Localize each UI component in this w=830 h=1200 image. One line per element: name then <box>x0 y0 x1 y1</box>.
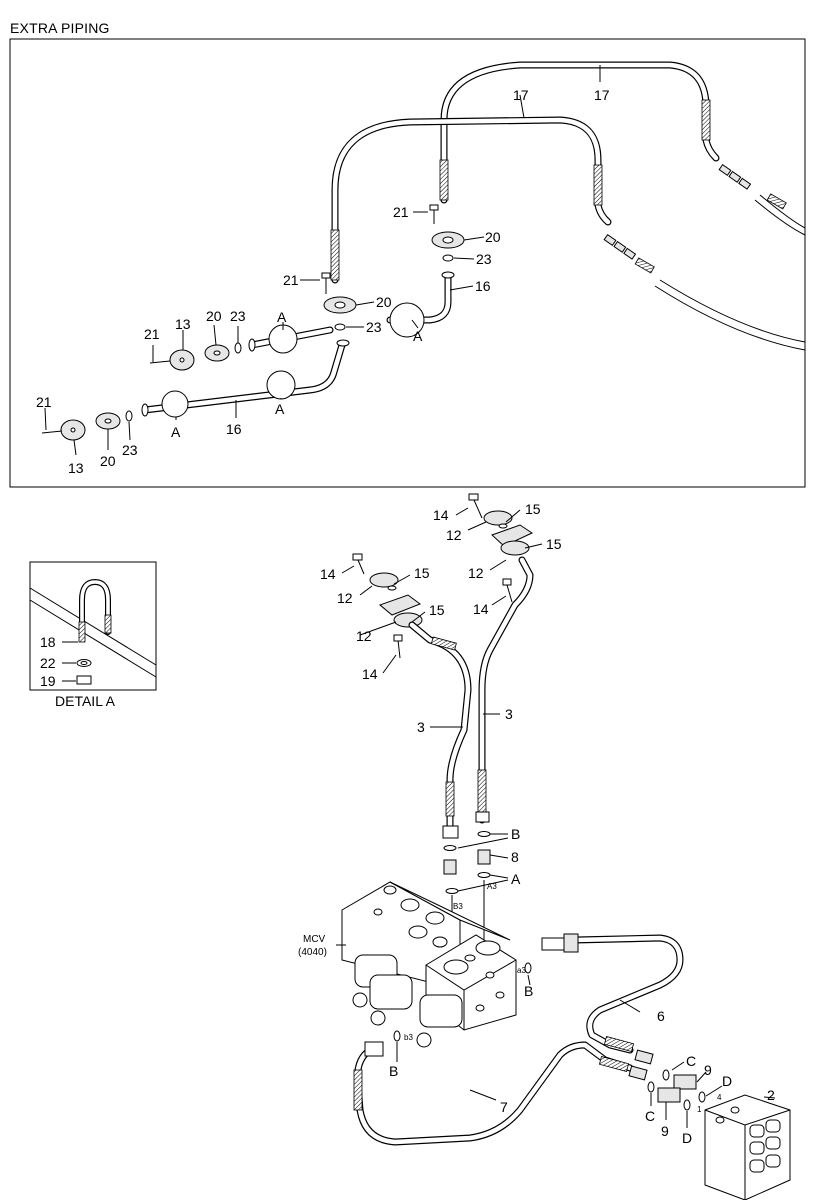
port-a3: A3 <box>487 882 497 891</box>
port-4: 4 <box>717 1093 722 1102</box>
label-12-top-right: 12 <box>446 527 462 543</box>
label-3-left: 3 <box>417 719 425 735</box>
label-20-lower: 20 <box>100 453 116 469</box>
label-12-right: 12 <box>468 565 484 581</box>
label-14-right: 14 <box>473 601 489 617</box>
port-a3-small: a3 <box>517 966 526 975</box>
bottom-leaders <box>341 507 641 1101</box>
hose-6 <box>541 933 684 1065</box>
label-15-lower-left: 15 <box>429 602 445 618</box>
pipe-middle <box>149 324 334 371</box>
mcv-label-line1: MCV <box>303 934 326 945</box>
label-19: 19 <box>40 673 56 689</box>
label-B-upper: B <box>511 826 520 842</box>
label-2: 2 <box>767 1087 775 1103</box>
label-12-left: 12 <box>337 590 353 606</box>
label-17-rear: 17 <box>594 87 610 103</box>
top-labels: 17 17 21 20 23 16 A 21 20 23 A 21 13 20 … <box>36 87 610 476</box>
label-B-right: B <box>524 983 533 999</box>
bottom-labels: 14 12 15 15 12 14 14 12 15 12 15 14 3 3 … <box>320 501 775 1146</box>
label-D-upper: D <box>722 1073 732 1089</box>
top-leaders <box>44 65 601 456</box>
label-A-valve: A <box>511 871 521 887</box>
mcv-valve <box>341 881 532 1060</box>
label-23-upper-right: 23 <box>476 251 492 267</box>
label-A-lower-left: A <box>171 424 181 440</box>
fittings-c9d <box>647 1061 723 1128</box>
label-3-right: 3 <box>505 706 513 722</box>
label-14-left: 14 <box>320 566 336 582</box>
label-17-front: 17 <box>513 87 529 103</box>
hose-17-front <box>330 116 612 284</box>
label-A-lower-right: A <box>275 401 285 417</box>
hose-3-left <box>408 621 472 839</box>
label-15-right: 15 <box>546 536 562 552</box>
hose-3-right <box>475 556 534 824</box>
hose-7 <box>353 1041 648 1146</box>
label-16-lower: 16 <box>226 421 242 437</box>
label-8: 8 <box>511 849 519 865</box>
label-A-middle: A <box>277 309 287 325</box>
label-6: 6 <box>657 1008 665 1024</box>
label-16-upper: 16 <box>475 278 491 294</box>
label-15-left: 15 <box>414 565 430 581</box>
label-14-top-right: 14 <box>433 507 449 523</box>
label-22: 22 <box>40 655 56 671</box>
label-9-upper: 9 <box>704 1062 712 1078</box>
label-21-lower: 21 <box>36 394 52 410</box>
label-C-lower: C <box>645 1108 655 1124</box>
label-13-lower: 13 <box>68 460 84 476</box>
label-B-left: B <box>389 1063 398 1079</box>
hose-17-rear <box>439 61 720 204</box>
label-7: 7 <box>500 1099 508 1115</box>
mcv-label-line2: (4040) <box>298 947 327 958</box>
extra-piping-frame <box>9 38 806 488</box>
pipe-16-lower <box>41 339 350 441</box>
label-23-lower: 23 <box>122 442 138 458</box>
label-13-left: 13 <box>175 316 191 332</box>
label-14-lower-left: 14 <box>362 666 378 682</box>
diagram-title: EXTRA PIPING <box>10 20 110 36</box>
flange-stack-right <box>468 493 534 603</box>
label-12-lower-left: 12 <box>356 628 372 644</box>
label-15-top-right: 15 <box>525 501 541 517</box>
fittings-b8a <box>443 831 509 965</box>
port-b3-upper: B3 <box>453 902 463 911</box>
label-9-lower: 9 <box>661 1123 669 1139</box>
flange-group-upper <box>321 204 465 331</box>
label-20-middle: 20 <box>376 294 392 310</box>
pipe-16-upper <box>386 271 455 338</box>
port-1: 1 <box>697 1105 702 1114</box>
detail-a-title: DETAIL A <box>55 693 116 709</box>
label-18: 18 <box>40 634 56 650</box>
label-A-upper-right: A <box>413 328 423 344</box>
label-C-upper: C <box>686 1053 696 1069</box>
label-D-lower: D <box>682 1130 692 1146</box>
detail-a-box: 18 22 19 <box>29 561 157 691</box>
label-21-middle: 21 <box>283 272 299 288</box>
hose-outlet-lines <box>603 163 806 351</box>
label-20-upper-right: 20 <box>485 229 501 245</box>
block-2: 4 1 <box>697 1093 791 1200</box>
label-21-upper-right: 21 <box>393 204 409 220</box>
label-20-left: 20 <box>206 308 222 324</box>
port-b3-lower: b3 <box>404 1033 413 1042</box>
label-23-middle: 23 <box>366 319 382 335</box>
mcv-text: MCV (4040) B3 A3 a3 b3 <box>298 882 526 1042</box>
label-21-left: 21 <box>144 326 160 342</box>
label-23-left: 23 <box>230 308 246 324</box>
